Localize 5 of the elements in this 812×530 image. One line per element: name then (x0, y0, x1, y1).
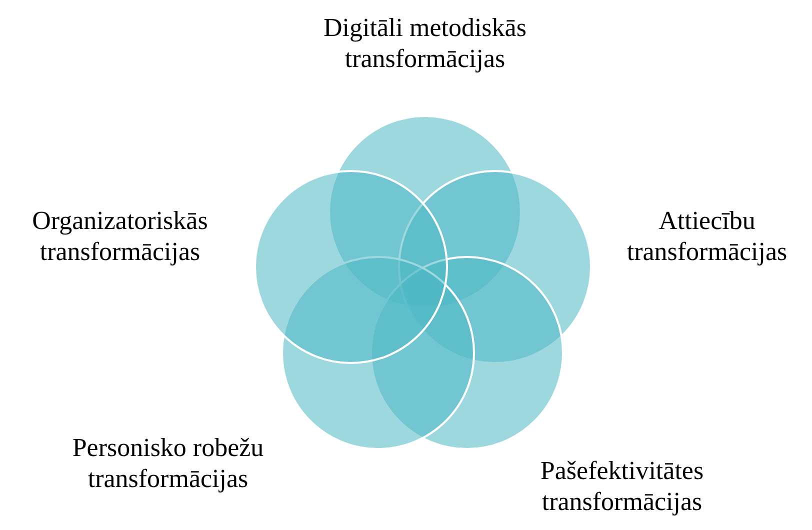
circle-label: Personisko robežu transformācijas (71, 432, 265, 494)
circle-label: Digitāli metodiskās transformācijas (322, 12, 528, 74)
circle-label: Pašefektivitātes transformācijas (539, 455, 705, 517)
circle-label: Attiecību transformācijas (626, 205, 788, 267)
circle-label: Organizatoriskās transformācijas (31, 205, 209, 267)
